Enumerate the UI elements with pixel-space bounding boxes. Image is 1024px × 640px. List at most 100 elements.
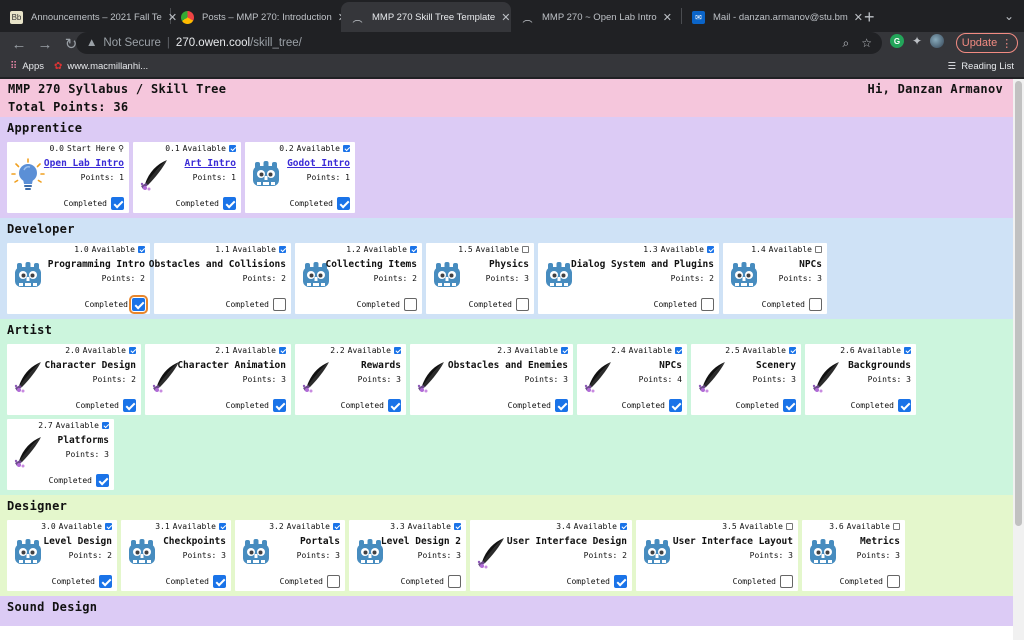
skill-name: Backgrounds <box>848 360 911 371</box>
available-checkbox[interactable] <box>786 523 793 530</box>
completed-label: Completed <box>63 199 107 208</box>
back-icon[interactable]: ← <box>11 35 27 53</box>
completed-checkbox[interactable] <box>809 298 822 311</box>
completed-checkbox[interactable] <box>448 575 461 588</box>
availability-label: Available <box>407 522 451 531</box>
bookmark-macmillan[interactable]: ✿ www.macmillanhi... <box>54 61 148 72</box>
skill-name: Dialog System and Plugins <box>571 259 714 270</box>
available-checkbox[interactable] <box>522 246 529 253</box>
available-checkbox[interactable] <box>138 246 145 253</box>
available-checkbox[interactable] <box>620 523 627 530</box>
close-tab-icon[interactable]: ✕ <box>167 11 178 24</box>
godot-icon <box>249 158 283 192</box>
available-checkbox[interactable] <box>789 347 796 354</box>
completed-checkbox[interactable] <box>783 399 796 412</box>
completed-checkbox[interactable] <box>388 399 401 412</box>
quill-icon <box>137 158 171 192</box>
available-checkbox[interactable] <box>815 246 822 253</box>
available-checkbox[interactable] <box>561 347 568 354</box>
completed-checkbox[interactable] <box>780 575 793 588</box>
available-checkbox[interactable] <box>219 523 226 530</box>
available-checkbox[interactable] <box>410 246 417 253</box>
reading-list-button[interactable]: ☰ Reading List <box>948 61 1014 72</box>
available-checkbox[interactable] <box>904 347 911 354</box>
completed-checkbox[interactable] <box>404 298 417 311</box>
available-checkbox[interactable] <box>279 347 286 354</box>
available-checkbox[interactable] <box>129 347 136 354</box>
available-checkbox[interactable] <box>333 523 340 530</box>
browser-tab[interactable]: Bb Announcements – 2021 Fall Te ✕ <box>0 2 177 32</box>
available-checkbox[interactable] <box>707 246 714 253</box>
completed-checkbox[interactable] <box>669 399 682 412</box>
completed-checkbox[interactable] <box>516 298 529 311</box>
completed-checkbox[interactable] <box>123 399 136 412</box>
reload-icon[interactable]: ↻ <box>64 36 78 53</box>
completed-checkbox[interactable] <box>111 197 124 210</box>
tab-title: Posts – MMP 270: Introduction <box>202 11 332 23</box>
available-checkbox[interactable] <box>105 523 112 530</box>
available-checkbox[interactable] <box>394 347 401 354</box>
bookmark-star-icon[interactable]: ☆ <box>861 35 872 50</box>
completed-checkbox[interactable] <box>614 575 627 588</box>
forward-icon[interactable]: → <box>37 35 53 53</box>
completed-checkbox[interactable] <box>129 295 148 314</box>
tab-search-icon[interactable]: ⌄ <box>1003 9 1014 23</box>
url-path: /skill_tree/ <box>250 37 302 49</box>
completed-checkbox[interactable] <box>273 399 286 412</box>
skill-link[interactable]: Godot Intro <box>287 158 350 169</box>
available-checkbox[interactable] <box>893 523 900 530</box>
completed-checkbox[interactable] <box>898 399 911 412</box>
update-button[interactable]: Update ⋮ <box>956 33 1018 53</box>
available-checkbox[interactable] <box>229 145 236 152</box>
skill-number: 1.4 <box>751 245 766 254</box>
close-tab-icon[interactable]: ✕ <box>662 11 672 24</box>
close-tab-icon[interactable]: ✕ <box>853 11 863 24</box>
skill-name: Checkpoints <box>163 536 226 547</box>
completed-checkbox[interactable] <box>96 474 109 487</box>
skill-link[interactable]: Open Lab Intro <box>43 158 124 169</box>
new-tab-button[interactable]: + <box>864 6 875 27</box>
browser-tab[interactable]: Posts – MMP 270: Introduction ✕ <box>171 2 347 32</box>
completed-checkbox[interactable] <box>223 197 236 210</box>
skill-link[interactable]: Art Intro <box>184 158 236 169</box>
completed-checkbox[interactable] <box>701 298 714 311</box>
availability-label: Available <box>857 346 901 355</box>
bookmark-apps[interactable]: ⠿ Apps <box>10 61 44 72</box>
quill-icon <box>11 360 45 394</box>
available-checkbox[interactable] <box>343 145 350 152</box>
skill-number: 1.0 <box>74 245 89 254</box>
grammarly-extension-icon[interactable]: G <box>890 34 904 48</box>
scrollbar-thumb[interactable] <box>1015 81 1022 526</box>
available-checkbox[interactable] <box>102 422 109 429</box>
browser-tab[interactable]: ︵ MMP 270 ~ Open Lab Intro ✕ <box>511 2 681 32</box>
close-tab-icon[interactable]: ✕ <box>501 11 511 24</box>
warning-icon[interactable]: ▲ <box>86 37 98 49</box>
profile-avatar-icon[interactable] <box>930 34 945 48</box>
completed-checkbox[interactable] <box>99 575 112 588</box>
completed-checkbox[interactable] <box>273 298 286 311</box>
skill-points: Points: 3 <box>856 551 900 560</box>
tab-separator <box>170 8 171 24</box>
completed-checkbox[interactable] <box>887 575 900 588</box>
completed-checkbox[interactable] <box>555 399 568 412</box>
extensions-puzzle-icon[interactable]: ✦ <box>912 34 923 48</box>
browser-tab-active[interactable]: ︵ MMP 270 Skill Tree Template ✕ <box>341 2 511 32</box>
completed-row: Completed <box>49 474 109 487</box>
completed-checkbox[interactable] <box>337 197 350 210</box>
available-checkbox[interactable] <box>675 347 682 354</box>
address-bar[interactable]: ▲ Not Secure | 270.owen.cool /skill_tree… <box>76 32 882 54</box>
zoom-icon[interactable]: ⌕ <box>842 35 850 50</box>
completed-checkbox[interactable] <box>327 575 340 588</box>
completed-checkbox[interactable] <box>213 575 226 588</box>
completed-label: Completed <box>340 401 384 410</box>
page-scrollbar[interactable] <box>1013 79 1024 640</box>
available-checkbox[interactable] <box>454 523 461 530</box>
browser-tab[interactable]: ✉ Mail - danzan.armanov@stu.bm ✕ <box>682 2 863 32</box>
available-checkbox[interactable] <box>279 246 286 253</box>
